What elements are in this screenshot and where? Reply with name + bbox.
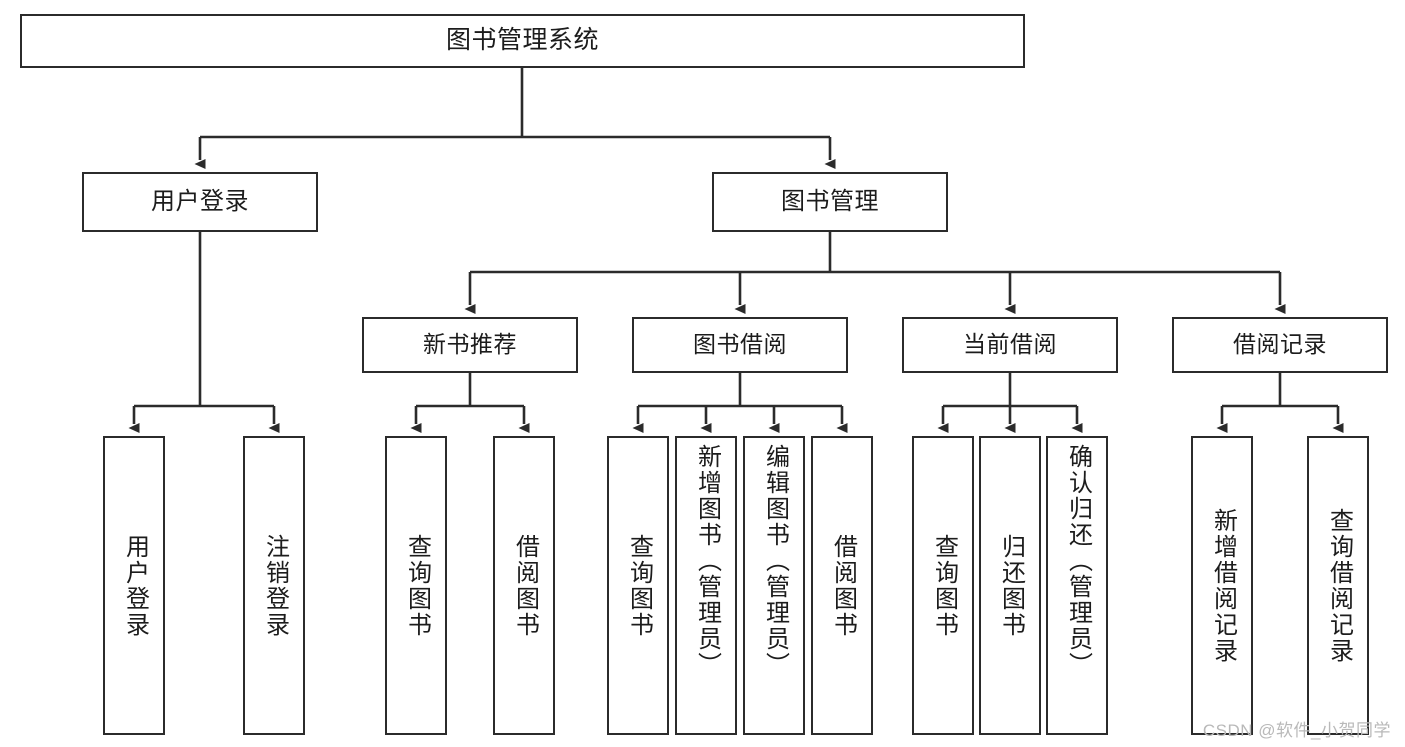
leaf-query-book-2-label: 查询图书: [625, 533, 653, 638]
leaf-add-book-label: 新增图书（管理员）: [693, 444, 721, 678]
node-user-login[interactable]: 用户登录: [82, 172, 318, 232]
leaf-borrow-book-2[interactable]: 借阅图书: [811, 436, 873, 735]
leaf-add-record-label: 新增借阅记录: [1209, 507, 1237, 664]
node-book-borrow-label: 图书借阅: [693, 331, 787, 358]
leaf-borrow-book-1-label: 借阅图书: [511, 533, 539, 638]
node-borrow-record-label: 借阅记录: [1233, 331, 1327, 358]
leaf-user-login-label: 用户登录: [121, 533, 149, 638]
node-book-borrow[interactable]: 图书借阅: [632, 317, 848, 373]
node-root-label: 图书管理系统: [445, 26, 599, 55]
node-root[interactable]: 图书管理系统: [20, 14, 1025, 68]
node-new-book-recommend-label: 新书推荐: [423, 331, 517, 358]
leaf-logout-login-label: 注销登录: [261, 533, 289, 638]
leaf-add-record[interactable]: 新增借阅记录: [1191, 436, 1253, 735]
leaf-borrow-book-2-label: 借阅图书: [829, 533, 857, 638]
leaf-query-record[interactable]: 查询借阅记录: [1307, 436, 1369, 735]
leaf-edit-book[interactable]: 编辑图书（管理员）: [743, 436, 805, 735]
leaf-query-record-label: 查询借阅记录: [1325, 507, 1353, 664]
watermark-text: CSDN @软件_小贺同学: [1202, 721, 1391, 740]
node-new-book-recommend[interactable]: 新书推荐: [362, 317, 578, 373]
leaf-confirm-return[interactable]: 确认归还（管理员）: [1046, 436, 1108, 735]
node-current-borrow[interactable]: 当前借阅: [902, 317, 1118, 373]
leaf-return-book-label: 归还图书: [997, 533, 1025, 638]
leaf-query-book-1-label: 查询图书: [403, 533, 431, 638]
node-book-management-label: 图书管理: [781, 187, 879, 215]
node-user-login-label: 用户登录: [151, 187, 249, 215]
leaf-query-book-3[interactable]: 查询图书: [912, 436, 974, 735]
node-borrow-record[interactable]: 借阅记录: [1172, 317, 1388, 373]
leaf-logout-login[interactable]: 注销登录: [243, 436, 305, 735]
node-current-borrow-label: 当前借阅: [963, 331, 1057, 358]
leaf-edit-book-label: 编辑图书（管理员）: [761, 444, 789, 678]
node-book-management[interactable]: 图书管理: [712, 172, 948, 232]
leaf-query-book-3-label: 查询图书: [930, 533, 958, 638]
leaf-add-book[interactable]: 新增图书（管理员）: [675, 436, 737, 735]
leaf-query-book-2[interactable]: 查询图书: [607, 436, 669, 735]
leaf-return-book[interactable]: 归还图书: [979, 436, 1041, 735]
leaf-query-book-1[interactable]: 查询图书: [385, 436, 447, 735]
leaf-confirm-return-label: 确认归还（管理员）: [1064, 444, 1092, 678]
leaf-user-login[interactable]: 用户登录: [103, 436, 165, 735]
leaf-borrow-book-1[interactable]: 借阅图书: [493, 436, 555, 735]
